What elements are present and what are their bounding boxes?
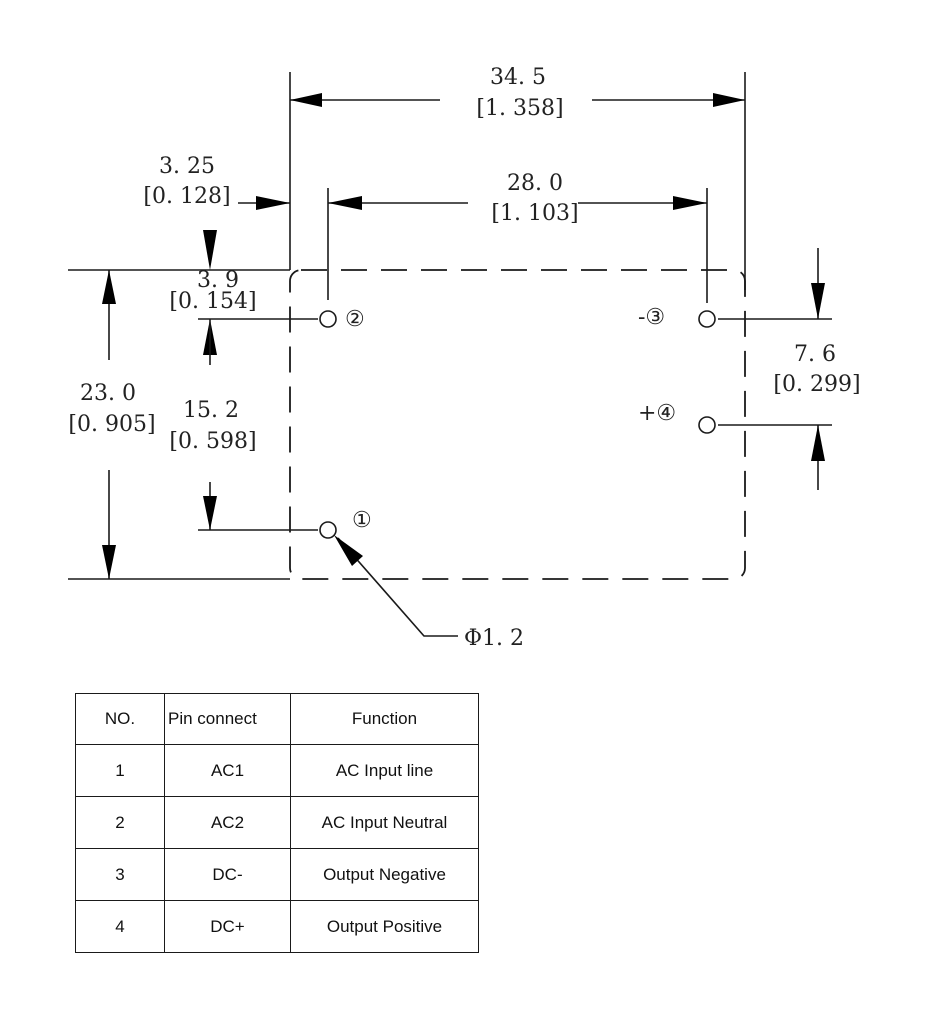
cell-no: 1 (75, 744, 165, 797)
cell-function: AC Input Neutral (290, 796, 479, 849)
arrowhead-left (290, 93, 322, 107)
pin3-to-pin4-mm: 7. 6 (794, 342, 836, 367)
cell-no: 4 (75, 900, 165, 953)
pin-spacing-mm: 28. 0 (507, 171, 563, 196)
cell-pin-connect: DC- (164, 848, 291, 901)
cell-no: 2 (75, 796, 165, 849)
pin-diameter-label: Φ1. 2 (464, 626, 524, 651)
cell-pin-connect: DC+ (164, 900, 291, 953)
overall-height-inch: [0. 905] (68, 412, 155, 437)
edge-to-pin2-mm: 3. 25 (159, 154, 215, 179)
pin-3-label: -③ (638, 305, 665, 330)
header-pin-connect: Pin connect (164, 693, 291, 745)
arrowhead-right (673, 196, 707, 210)
table-header-row: NO. Pin connect Function (75, 693, 479, 745)
pin-3 (698, 310, 716, 328)
overall-width-mm: 34. 5 (490, 65, 546, 90)
top-to-pin2-mm: 3. 9 (197, 268, 239, 293)
table-row: 4 DC+ Output Positive (75, 900, 479, 953)
arrowhead-down (102, 545, 116, 579)
arrowhead-leader (334, 535, 363, 566)
mechanical-drawing: 34. 5 [1. 358] 3. 25 [0. 128] 28. 0 [1. … (68, 65, 861, 651)
pin-1 (319, 521, 337, 539)
diameter-leader-line (337, 537, 458, 637)
module-outline (289, 269, 746, 580)
pin-2 (319, 310, 337, 328)
table-row: 3 DC- Output Negative (75, 848, 479, 901)
table-row: 2 AC2 AC Input Neutral (75, 796, 479, 849)
arrowhead-up (102, 270, 116, 304)
cell-function: Output Negative (290, 848, 479, 901)
pin-1-label: ① (352, 508, 372, 533)
header-no: NO. (75, 693, 165, 745)
arrowhead-down (203, 230, 217, 270)
top-to-pin2-inch: [0. 154] (169, 289, 256, 314)
cell-pin-connect: AC2 (164, 796, 291, 849)
arrowhead-down (203, 496, 217, 530)
header-function: Function (290, 693, 479, 745)
arrowhead-left (328, 196, 362, 210)
edge-to-pin2-inch: [0. 128] (143, 184, 230, 209)
pin-4-label: +④ (638, 401, 676, 426)
pin2-to-pin1-inch: [0. 598] (169, 429, 256, 454)
arrowhead-down (811, 283, 825, 319)
cell-function: AC Input line (290, 744, 479, 797)
table-row: 1 AC1 AC Input line (75, 744, 479, 797)
pin-2-label: ② (345, 307, 365, 332)
pin3-to-pin4-inch: [0. 299] (773, 372, 860, 397)
pin-4 (698, 416, 716, 434)
pin-spacing-inch: [1. 103] (491, 201, 578, 226)
arrowhead-right (256, 196, 290, 210)
cell-function: Output Positive (290, 900, 479, 953)
arrowhead-right (713, 93, 745, 107)
overall-width-inch: [1. 358] (476, 96, 563, 121)
pin-function-table: NO. Pin connect Function 1 AC1 AC Input … (75, 693, 479, 953)
overall-height-mm: 23. 0 (80, 381, 136, 406)
cell-pin-connect: AC1 (164, 744, 291, 797)
pin2-to-pin1-mm: 15. 2 (183, 398, 239, 423)
cell-no: 3 (75, 848, 165, 901)
arrowhead-up (811, 425, 825, 461)
